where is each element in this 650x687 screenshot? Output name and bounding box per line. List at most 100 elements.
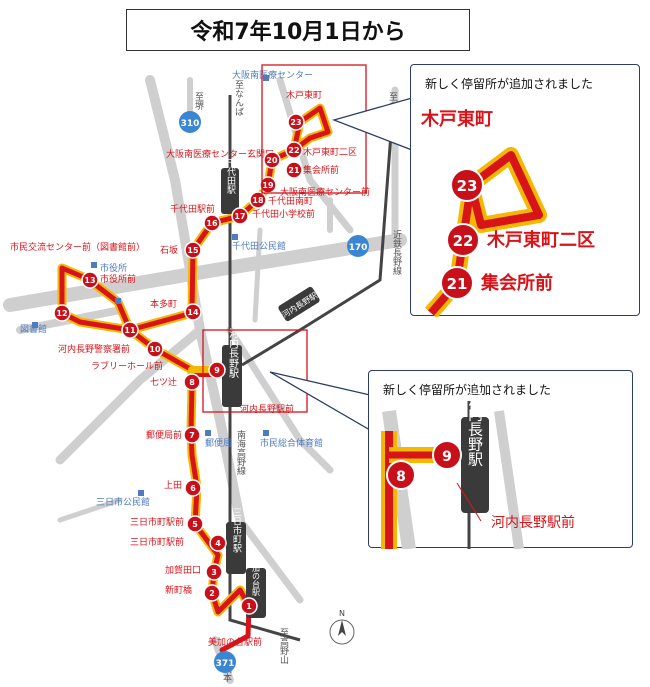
stop-label-7: 郵便局前 (146, 429, 182, 441)
page-title: 令和7年10月1日から (126, 9, 470, 51)
stop-marker-number: 21 (288, 166, 300, 175)
callout-pointer-top (331, 97, 413, 151)
stop-marker-1: 1 (240, 597, 258, 615)
stop-label-16: 千代田駅前 (170, 203, 215, 215)
stop-marker-number: 17 (234, 212, 245, 221)
facility-city-hall: 市役所 (100, 262, 127, 274)
station-kawachinagano-label: 河内長野駅 (227, 328, 239, 379)
facility-mikkaichi-hall: 三日市公民館 (96, 496, 150, 508)
facility-hospital: 大阪南医療センター (232, 69, 313, 81)
stop-label-14: 本多町 (150, 298, 177, 310)
callout-north-stop-21: 21 (440, 266, 474, 300)
svg-text:8: 8 (396, 469, 406, 485)
route-170-label: 170 (349, 243, 368, 253)
callout-new-stops-north: 新しく停留所が追加されました 23 木戸東町 22 木戸東町二区 21 集会所前 (410, 64, 640, 317)
stop-marker-number: 9 (214, 366, 220, 375)
direction-koyasan: 至高野山 (278, 628, 289, 664)
stop-label-17: 千代田小学校前 (252, 208, 315, 220)
stop-marker-number: 20 (266, 156, 278, 165)
stop-label-22: 木戸東町二区 (303, 146, 357, 158)
stop-label-9: 河内長野駅前 (240, 403, 294, 415)
stop-label-23: 木戸東町 (286, 89, 322, 101)
kintetsu-line-label: 近鉄長野線 (391, 229, 402, 275)
stop-marker-7: 7 (183, 426, 201, 444)
stop-label-3: 加賀田口 (165, 564, 201, 576)
station-mikanodai-label: 美加の台駅 (252, 555, 261, 597)
stop-label-1: 美加の台駅前 (208, 636, 262, 648)
direction-sakai: 至堺 (193, 92, 204, 111)
stop-marker-number: 2 (209, 589, 215, 598)
stop-marker-22: 22 (285, 141, 303, 159)
stop-marker-18: 18 (249, 191, 267, 209)
svg-text:22: 22 (453, 232, 474, 250)
stop-marker-number: 13 (84, 276, 95, 285)
callout-north-stop-23: 23 (450, 168, 484, 202)
railway-lines (228, 95, 394, 642)
stop-label-12: 市民交流センター前（図書館前） (10, 241, 145, 253)
facility-gym: 市民総合体育館 (260, 437, 323, 449)
route-310-badge: 310 (179, 111, 201, 133)
stop-marker-6: 6 (184, 479, 202, 497)
callout-station-name: 河内長野駅 (466, 392, 484, 467)
svg-text:21: 21 (447, 275, 468, 293)
stop-marker-number: 18 (252, 196, 264, 205)
stop-marker-number: 7 (189, 431, 195, 440)
facility-chiyoda-hall: 千代田公民館 (232, 240, 286, 252)
station-mikkaichi: 三日市町駅 (226, 508, 246, 574)
callout-station-title: 新しく停留所が追加されました (383, 383, 552, 397)
stop-marker-11: 11 (121, 321, 139, 339)
stop-marker-number: 5 (192, 520, 198, 529)
callout-station-stop-8: 8 (386, 460, 416, 490)
stop-label-20: 大阪南医療センター玄関口 (166, 148, 274, 160)
callout-north-map: 23 木戸東町 22 木戸東町二区 21 集会所前 (420, 108, 595, 317)
direction-namba: 至なんば (233, 80, 244, 116)
stop-marker-10: 10 (146, 340, 164, 358)
stop-marker-17: 17 (231, 207, 249, 225)
stop-marker-15: 15 (184, 241, 202, 259)
svg-text:23: 23 (457, 177, 478, 195)
stop-label-10: ラブリーホール前 (91, 360, 163, 372)
station-chiyoda-label: 千代田駅 (225, 158, 236, 195)
stop-marker-16: 16 (203, 214, 221, 232)
route-310-label: 310 (181, 119, 200, 129)
callout-new-stops-station: 新しく停留所が追加されました 河内長野駅 9 8 河内長野駅前 (368, 370, 633, 549)
stop-marker-3: 3 (205, 563, 223, 581)
facility-markers: 大阪南医療センター 市役所 図書館 郵便局 市民総合体育館 千代田公民館 三日市… (20, 69, 323, 508)
stop-marker-4: 4 (209, 534, 227, 552)
svg-text:N: N (339, 609, 345, 618)
facility-library: 図書館 (20, 323, 47, 335)
stop-marker-number: 10 (149, 345, 161, 354)
stop-label-15: 石坂 (160, 245, 178, 256)
svg-text:9: 9 (442, 449, 452, 465)
stop-marker-8: 8 (183, 373, 201, 391)
highlight-area-station (202, 329, 308, 413)
route-371-label: 371 (216, 659, 235, 669)
callout-north-stop-21-label: 集会所前 (480, 272, 553, 294)
stop-label-13: 市役所前 (100, 273, 136, 285)
stop-marker-number: 12 (56, 309, 67, 318)
callout-north-stop-22: 22 (446, 223, 480, 257)
nankai-line-label: 南海高野線 (235, 429, 246, 475)
stop-marker-20: 20 (263, 151, 281, 169)
callout-station-badge (461, 417, 489, 513)
stop-label-2: 新町橋 (165, 584, 192, 596)
callout-station-map: 河内長野駅 9 8 河内長野駅前 (381, 392, 575, 549)
stop-marker-number: 15 (187, 246, 199, 255)
stop-marker-23: 23 (287, 113, 305, 131)
stop-marker-number: 1 (246, 602, 252, 611)
stop-marker-number: 3 (211, 568, 217, 577)
stop-label-6: 上田 (164, 480, 182, 491)
callout-north-stop-23-label: 木戸東町 (420, 108, 493, 130)
stop-marker-number: 11 (124, 326, 136, 335)
stop-marker-number: 22 (288, 146, 299, 155)
stop-labels: 美加の台駅前 新町橋 加賀田口 三日市町駅前 三日市町駅前 上田 郵便局前 七ツ… (10, 89, 370, 648)
stop-marker-number: 6 (190, 484, 196, 493)
stop-marker-13: 13 (81, 271, 99, 289)
route-371-badge: 371 (214, 651, 236, 673)
stop-marker-number: 23 (290, 118, 301, 127)
stop-label-21: 集会所前 (303, 164, 339, 176)
stop-marker-number: 4 (215, 539, 221, 548)
compass-icon: N (329, 609, 355, 645)
